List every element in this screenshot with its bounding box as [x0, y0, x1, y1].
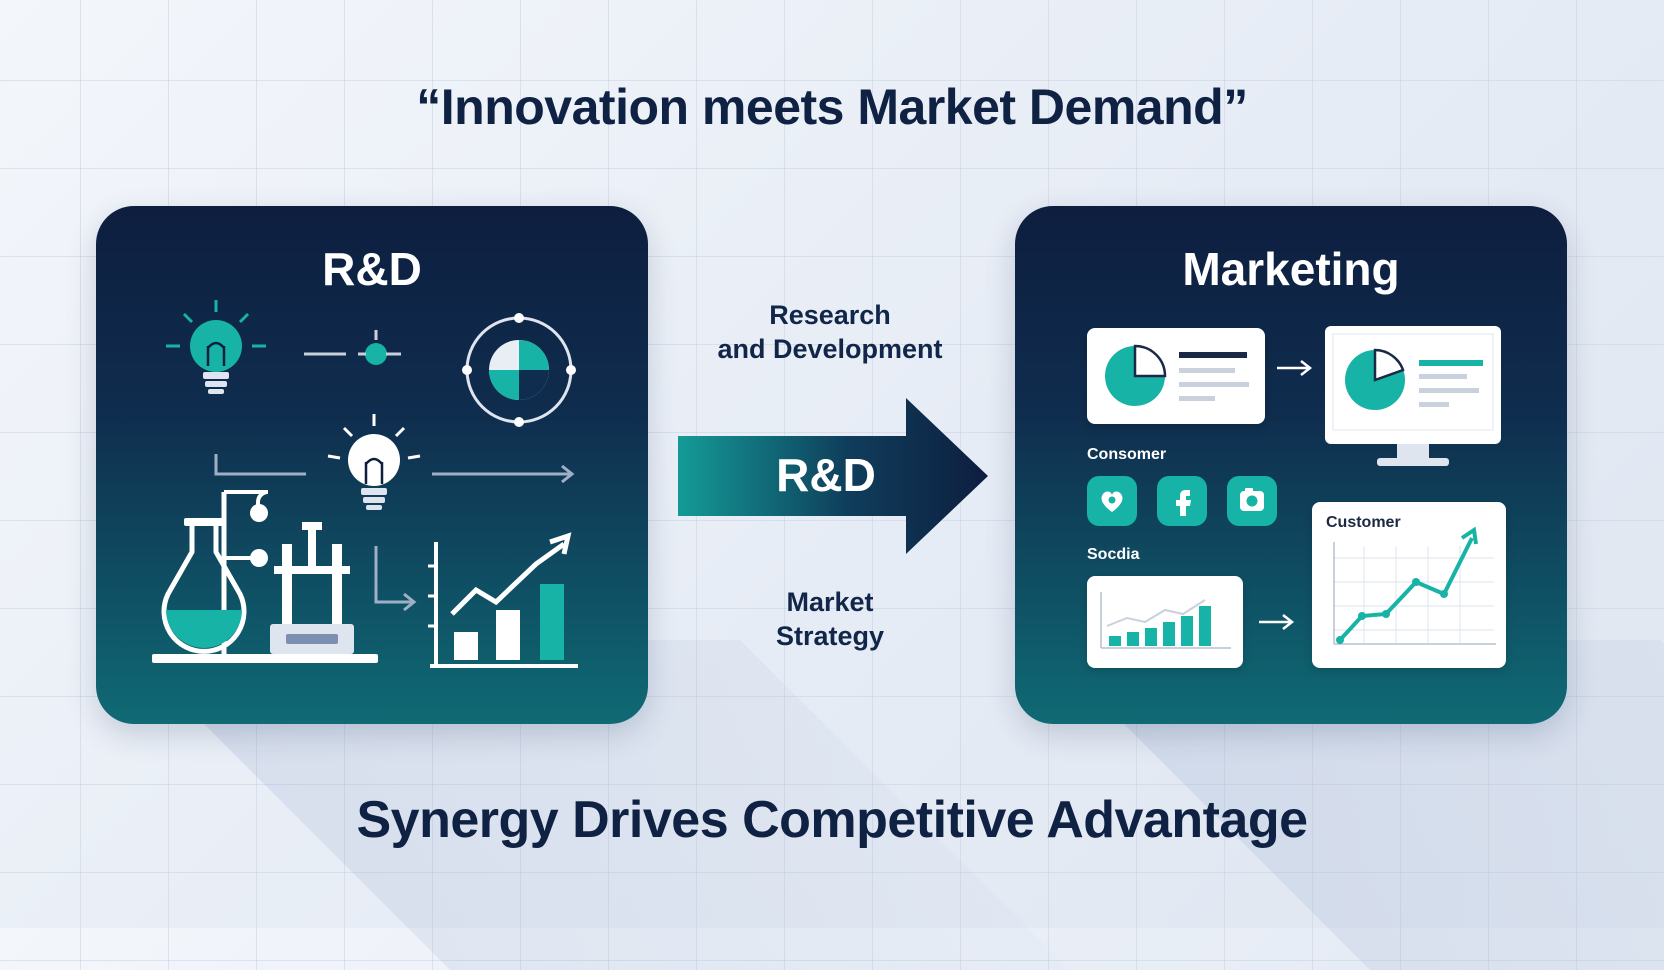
research-line: Research	[769, 300, 891, 330]
social-chart-card	[1087, 576, 1243, 668]
bar-chart-icon	[1100, 592, 1231, 649]
page-title: “Innovation meets Market Demand”	[416, 79, 1248, 135]
arrow-label: R&D	[776, 449, 876, 501]
social-label: Socdia	[1087, 546, 1140, 563]
arrow-shape	[678, 398, 988, 554]
monitor-icon	[1325, 326, 1501, 466]
customer-label: Customer	[1326, 514, 1401, 531]
strategy-line: Strategy	[775, 621, 885, 651]
marketing-panel: Marketing Consomer	[1015, 206, 1567, 724]
research-development-text: Research and Development	[680, 298, 980, 366]
rnd-panel: R&D	[96, 206, 648, 724]
marketing-panel-title: Marketing	[1182, 243, 1400, 295]
customer-chart-card: Customer	[1312, 502, 1506, 668]
market-strategy-text: Market Strategy	[680, 585, 980, 653]
lightbulb-icon-2	[327, 414, 421, 510]
footer-tagline: Synergy Drives Competitive Advantage	[356, 791, 1308, 849]
target-icon	[462, 313, 576, 427]
consumer-label: Consomer	[1087, 446, 1167, 463]
rnd-illustration	[152, 300, 578, 668]
lightbulb-icon	[166, 300, 266, 394]
flow-arrow: R&D	[678, 398, 988, 554]
instagram-icon[interactable]	[1227, 476, 1277, 526]
flask-icon	[152, 490, 378, 663]
arrow-right-icon	[1277, 360, 1313, 376]
development-line: and Development	[717, 334, 943, 364]
bar-chart-icon	[428, 532, 578, 668]
pie-chart-icon	[1105, 344, 1249, 406]
market-line: Market	[786, 587, 874, 617]
heart-icon[interactable]	[1087, 476, 1137, 526]
line-chart-icon	[1333, 526, 1496, 645]
facebook-icon[interactable]	[1157, 476, 1207, 526]
arrow-right-icon-2	[1259, 614, 1295, 630]
rnd-panel-title: R&D	[322, 243, 422, 295]
report-card	[1087, 328, 1265, 424]
